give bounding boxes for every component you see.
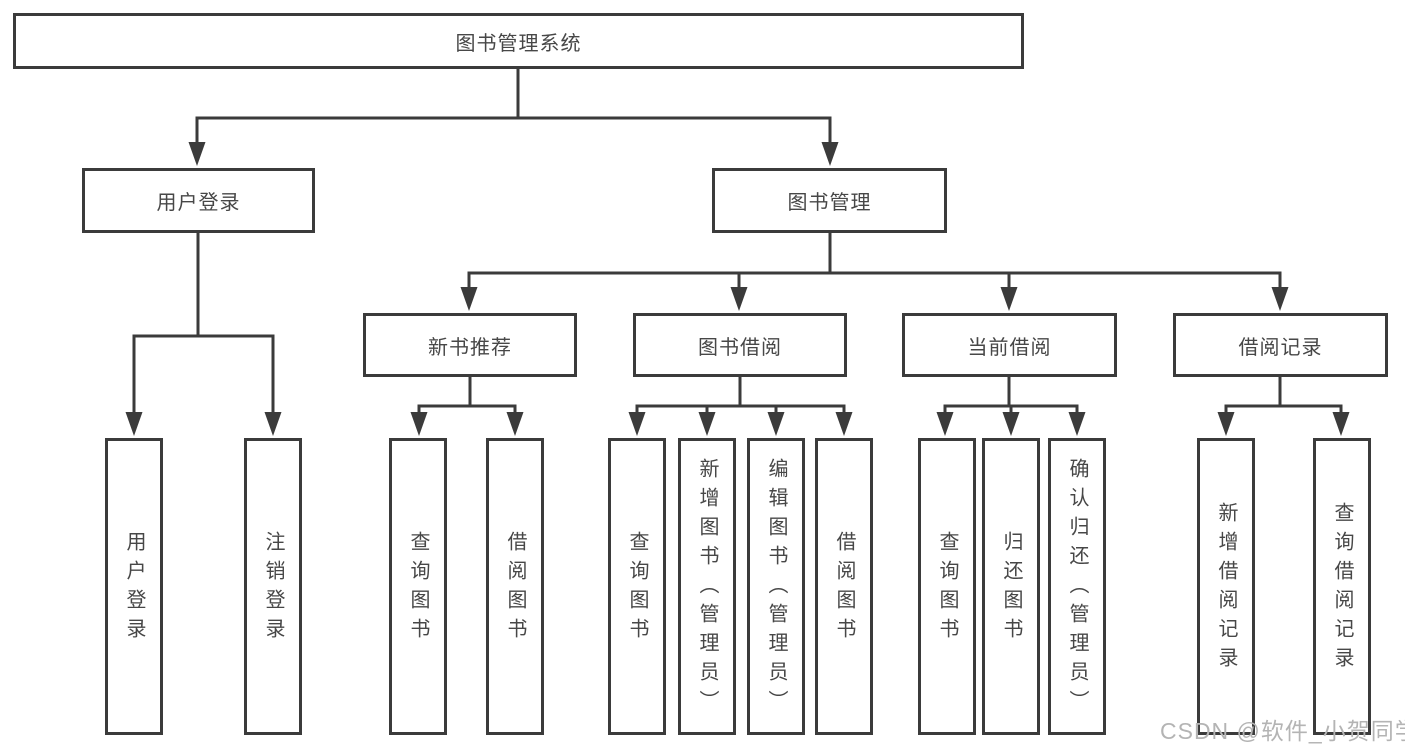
leaf-query-books-current: 查询图书 [918, 438, 976, 735]
connector-book-borrowing-to-leaves [628, 375, 853, 436]
connector-user-login-to-leaves [125, 231, 282, 436]
node-label: 确认归还（管理员） [1066, 458, 1088, 719]
node-label: 查询图书 [407, 530, 429, 647]
connector-new-book-to-leaves [410, 375, 524, 436]
node-label: 用户登录 [123, 530, 145, 647]
node-book-management: 图书管理 [712, 168, 947, 233]
connector-root-to-level2 [188, 66, 839, 166]
leaf-borrow-books-recommend: 借阅图书 [486, 438, 544, 735]
node-label: 图书管理 [787, 192, 872, 214]
leaf-return-books: 归还图书 [982, 438, 1040, 735]
leaf-add-borrow-record: 新增借阅记录 [1197, 438, 1255, 735]
node-label: 借阅图书 [504, 530, 526, 647]
leaf-edit-books-admin: 编辑图书（管理员） [747, 438, 805, 735]
leaf-confirm-return-admin: 确认归还（管理员） [1048, 438, 1106, 735]
node-label: 借阅图书 [833, 530, 855, 647]
node-book-borrowing: 图书借阅 [633, 313, 847, 377]
node-label: 当前借阅 [967, 336, 1052, 359]
leaf-logout: 注销登录 [244, 438, 302, 735]
node-user-login: 用户登录 [82, 168, 315, 233]
node-library-management-system: 图书管理系统 [13, 13, 1024, 69]
node-label: 新增借阅记录 [1215, 501, 1237, 676]
node-label: 借阅记录 [1238, 336, 1323, 359]
node-label: 图书管理系统 [455, 32, 582, 55]
node-label: 注销登录 [262, 530, 284, 647]
node-label: 图书借阅 [698, 336, 782, 359]
leaf-user-login: 用户登录 [105, 438, 163, 735]
node-label: 查询借阅记录 [1331, 501, 1353, 676]
node-borrow-records: 借阅记录 [1173, 313, 1388, 377]
leaf-query-books-recommend: 查询图书 [389, 438, 447, 735]
csdn-watermark: CSDN @软件_小贺同学 [1160, 718, 1405, 744]
node-label: 用户登录 [156, 192, 241, 214]
connector-book-mgmt-to-level3 [460, 231, 1289, 311]
leaf-query-borrow-record: 查询借阅记录 [1313, 438, 1371, 735]
leaf-query-books-borrowing: 查询图书 [608, 438, 666, 735]
node-current-borrowing: 当前借阅 [902, 313, 1117, 377]
node-label: 归还图书 [1000, 530, 1022, 647]
node-new-book-recommend: 新书推荐 [363, 313, 577, 377]
leaf-add-books-admin: 新增图书（管理员） [678, 438, 736, 735]
node-label: 查询图书 [626, 530, 648, 647]
node-label: 新增图书（管理员） [696, 458, 718, 719]
node-label: 新书推荐 [428, 336, 512, 359]
node-label: 编辑图书（管理员） [765, 458, 787, 719]
connector-borrow-records-to-leaves [1217, 375, 1350, 436]
connector-current-borrowing-to-leaves [936, 375, 1086, 436]
node-label: 查询图书 [936, 530, 958, 647]
leaf-borrow-books: 借阅图书 [815, 438, 873, 735]
